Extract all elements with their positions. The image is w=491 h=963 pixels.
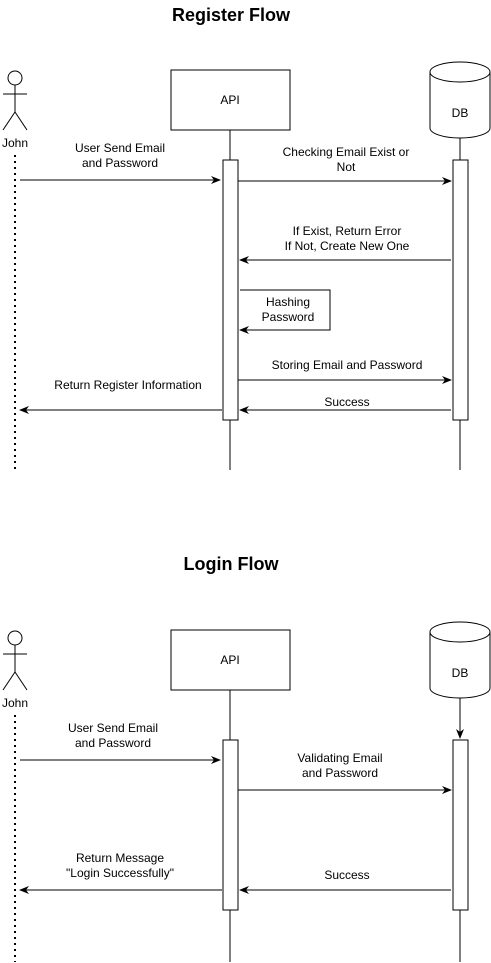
login-msg-success-label: Success xyxy=(324,868,369,882)
register-db-cylinder xyxy=(429,61,491,139)
register-msg-check-line2: Not xyxy=(337,160,356,174)
register-msg-exist-line1: If Exist, Return Error xyxy=(293,224,402,238)
register-msg-hash-line2: Password xyxy=(262,310,315,324)
register-msg-hash-line1: Hashing xyxy=(266,295,310,309)
login-flow-diagram: Login Flow John API DB User Send Email a… xyxy=(2,554,491,962)
register-msg-check-line1: Checking Email Exist or xyxy=(283,145,410,159)
register-flow-diagram: Register Flow John API DB User Send Emai… xyxy=(2,5,491,470)
register-msg-exist-line2: If Not, Create New One xyxy=(285,239,410,253)
login-msg-validate-line2: and Password xyxy=(302,766,378,780)
actor-head-icon xyxy=(7,630,23,646)
login-msg-validate-line1: Validating Email xyxy=(297,751,382,765)
login-msg-return-line2: "Login Successfully" xyxy=(66,866,174,880)
register-msg-return-label: Return Register Information xyxy=(54,378,201,392)
login-api-label: API xyxy=(220,653,239,667)
register-msg-send-line1: User Send Email xyxy=(75,141,165,155)
register-api-activation xyxy=(222,159,239,421)
register-actor-label: John xyxy=(2,136,28,150)
register-db-activation xyxy=(452,159,469,421)
register-msg-send-line2: and Password xyxy=(82,156,158,170)
login-flow-title: Login Flow xyxy=(184,554,280,574)
register-db-label: DB xyxy=(452,106,469,120)
register-actor-john xyxy=(2,70,28,131)
login-db-label: DB xyxy=(452,666,469,680)
login-api-activation xyxy=(222,739,239,911)
register-flow-title: Register Flow xyxy=(172,5,291,25)
login-msg-send-line2: and Password xyxy=(75,736,151,750)
login-db-activation xyxy=(452,739,469,911)
register-api-label: API xyxy=(220,93,239,107)
actor-head-icon xyxy=(7,70,23,86)
login-actor-john xyxy=(2,630,28,691)
login-msg-return-line1: Return Message xyxy=(76,851,164,865)
register-msg-success-label: Success xyxy=(324,395,369,409)
register-msg-store-label: Storing Email and Password xyxy=(272,358,423,372)
register-msg-hash-arrow xyxy=(239,289,331,334)
login-db-cylinder xyxy=(429,621,491,699)
login-msg-send-line1: User Send Email xyxy=(68,721,158,735)
register-api-box xyxy=(170,69,291,131)
login-api-box xyxy=(170,629,291,691)
login-actor-label: John xyxy=(2,696,28,710)
